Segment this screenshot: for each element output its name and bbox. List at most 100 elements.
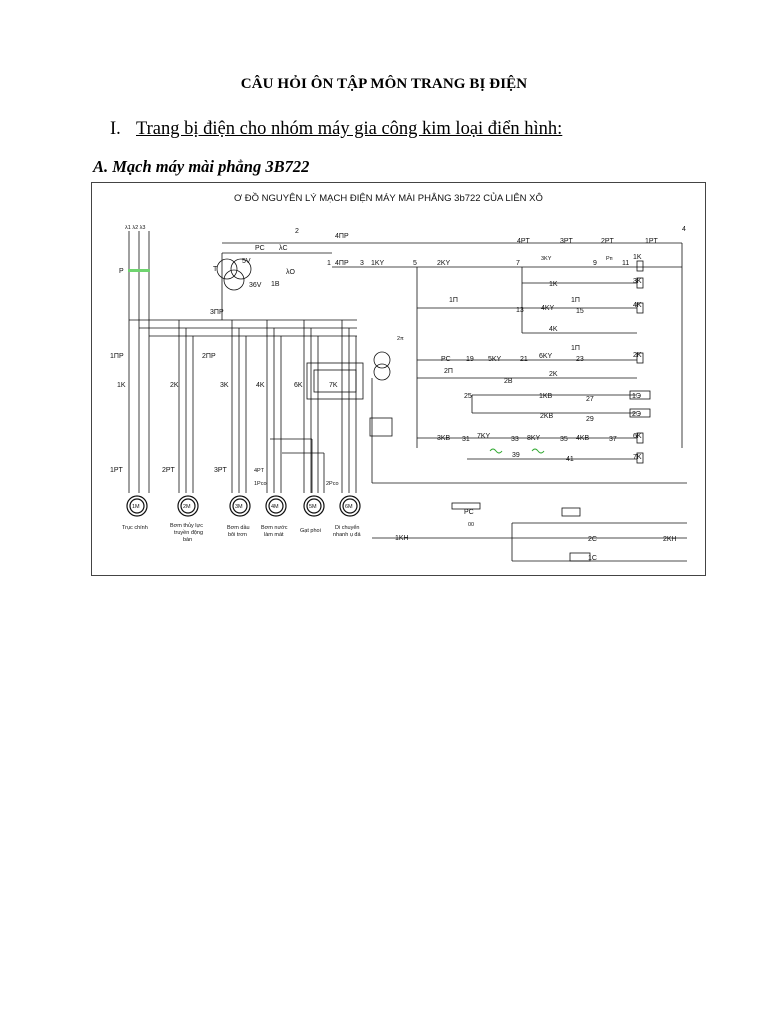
diagram-wiring — [128, 231, 687, 562]
label-6ky: 6KY — [539, 353, 553, 360]
label-r4k: 4K — [549, 326, 558, 333]
label-k2: 2K — [170, 382, 179, 389]
label-c3pt: 3PT — [560, 238, 574, 245]
label-k7: 7K — [329, 382, 338, 389]
label-lo: λO — [286, 269, 296, 276]
label-8ky: 8KY — [527, 435, 541, 442]
label-c1pt: 1PT — [645, 238, 659, 245]
label-n35: 35 — [560, 436, 568, 443]
label-2kh: 2KH — [663, 536, 677, 543]
label-2kb: 2KB — [540, 413, 554, 420]
label-coil-6k: 6K — [633, 433, 642, 440]
label-coil-7k: 7K — [633, 454, 642, 461]
label-n27: 27 — [586, 396, 594, 403]
label-1kb: 1KB — [539, 393, 553, 400]
motor-2m-id: 2M — [183, 504, 191, 510]
label-c4pt: 4PT — [517, 238, 531, 245]
motor-4m-caption-1: Bơm nước — [261, 525, 288, 531]
label-pi1c: 1Π — [571, 345, 580, 352]
label-coil-3k: 3K — [633, 278, 642, 285]
motor-3m-caption-2: bôi trơn — [228, 532, 247, 538]
section-title: Trang bị điện cho nhóm máy gia công kim … — [136, 119, 563, 139]
label-n13: 13 — [516, 307, 524, 314]
label-fuse4b: 4ΠP — [335, 260, 349, 267]
label-1c: 1C — [588, 555, 597, 562]
label-n39: 39 — [512, 452, 520, 459]
label-n1: 1 — [327, 260, 331, 267]
label-n19: 19 — [466, 356, 474, 363]
label-2b: 2B — [504, 378, 513, 385]
label-coil-4k: 4K — [633, 302, 642, 309]
motor-2m-caption-1: Bơm thủy lực — [170, 522, 203, 529]
motor-5m-id: 5M — [309, 504, 317, 510]
motor-6m-id: 6M — [345, 504, 353, 510]
label-rpo2: 2Pco — [326, 481, 339, 487]
label-n23: 23 — [576, 356, 584, 363]
label-k1: 1K — [117, 382, 126, 389]
label-p: P — [119, 268, 124, 275]
circuit-diagram: Ơ ĐỒ NGUYÊN LÝ MẠCH ĐIỆN MÁY MÀI PHẲNG 3… — [110, 192, 687, 562]
motor-1m-id: 1M — [132, 504, 140, 510]
label-fuse3: 3ΠP — [210, 309, 224, 316]
label-rt2: 2PT — [162, 467, 176, 474]
section-number: I. — [110, 119, 121, 139]
section-heading: I. Trang bị điện cho nhóm máy gia công ki… — [110, 119, 562, 140]
label-n4: 4 — [682, 226, 686, 233]
label-1b: 1B — [271, 281, 280, 288]
label-1kh: 1KH — [395, 535, 409, 542]
label-rt1: 1PT — [110, 467, 124, 474]
diagram-title: Ơ ĐỒ NGUYÊN LÝ MẠCH ĐIỆN MÁY MÀI PHẲNG 3… — [234, 192, 543, 204]
motor-3m-id: 3M — [235, 504, 243, 510]
label-5v: 5V — [242, 258, 251, 265]
label-n21: 21 — [520, 356, 528, 363]
label-fuse2: 2ΠP — [202, 353, 216, 360]
label-36v: 36V — [249, 282, 262, 289]
label-pi2: 2Π — [444, 368, 453, 375]
label-5ky: 5KY — [488, 356, 502, 363]
motor-symbols — [126, 495, 361, 517]
label-1e: 1Э — [632, 393, 641, 400]
label-pc: PC — [255, 245, 265, 252]
label-fuse1: 1ΠP — [110, 353, 124, 360]
label-2e: 2Э — [632, 411, 641, 418]
label-pi1b: 1Π — [571, 297, 580, 304]
label-n41: 41 — [566, 456, 574, 463]
label-n11: 11 — [622, 260, 629, 267]
label-fuse4a: 4ΠP — [335, 233, 349, 240]
label-c2pt: 2PT — [601, 238, 615, 245]
label-lc: λC — [279, 245, 288, 252]
label-pn: Pп — [606, 256, 613, 262]
document-title: CÂU HỎI ÔN TẬP MÔN TRANG BỊ ĐIỆN — [240, 76, 528, 92]
label-3ky: 3KY — [541, 256, 552, 262]
label-n9: 9 — [593, 260, 597, 267]
label-k6: 6K — [294, 382, 303, 389]
label-coil-1k: 1K — [633, 254, 642, 261]
subsection-title: A. Mạch máy mài phẳng 3B722 — [93, 157, 310, 176]
label-rt4: 4PT — [254, 468, 265, 474]
label-n29: 29 — [586, 416, 594, 423]
label-2pi: 2π — [397, 336, 404, 342]
motor-4m-id: 4M — [271, 504, 279, 510]
label-n31: 31 — [462, 436, 470, 443]
label-n15: 15 — [576, 308, 584, 315]
label-2c: 2C — [588, 536, 597, 543]
label-t: T — [213, 266, 218, 273]
label-1ky: 1KY — [371, 260, 385, 267]
label-k3: 3K — [220, 382, 229, 389]
label-n37: 37 — [609, 436, 617, 443]
switch-highlight — [128, 269, 150, 272]
label-n7: 7 — [516, 260, 520, 267]
label-r1k: 1K — [549, 281, 558, 288]
motor-6m-caption-2: nhanh ụ đá — [333, 532, 361, 538]
label-k4: 4K — [256, 382, 265, 389]
label-pc3: PC — [464, 509, 474, 516]
label-oo: 00 — [468, 522, 474, 528]
label-4kb: 4KB — [576, 435, 590, 442]
motor-2m-caption-2: truyền động — [174, 530, 203, 536]
coupling-highlight — [489, 448, 545, 454]
motor-6m-caption-1: Di chuyển — [335, 524, 359, 531]
label-3kb: 3KB — [437, 435, 451, 442]
label-7ky: 7KY — [477, 433, 491, 440]
label-n3: 3 — [360, 260, 364, 267]
label-n33: 33 — [511, 436, 519, 443]
